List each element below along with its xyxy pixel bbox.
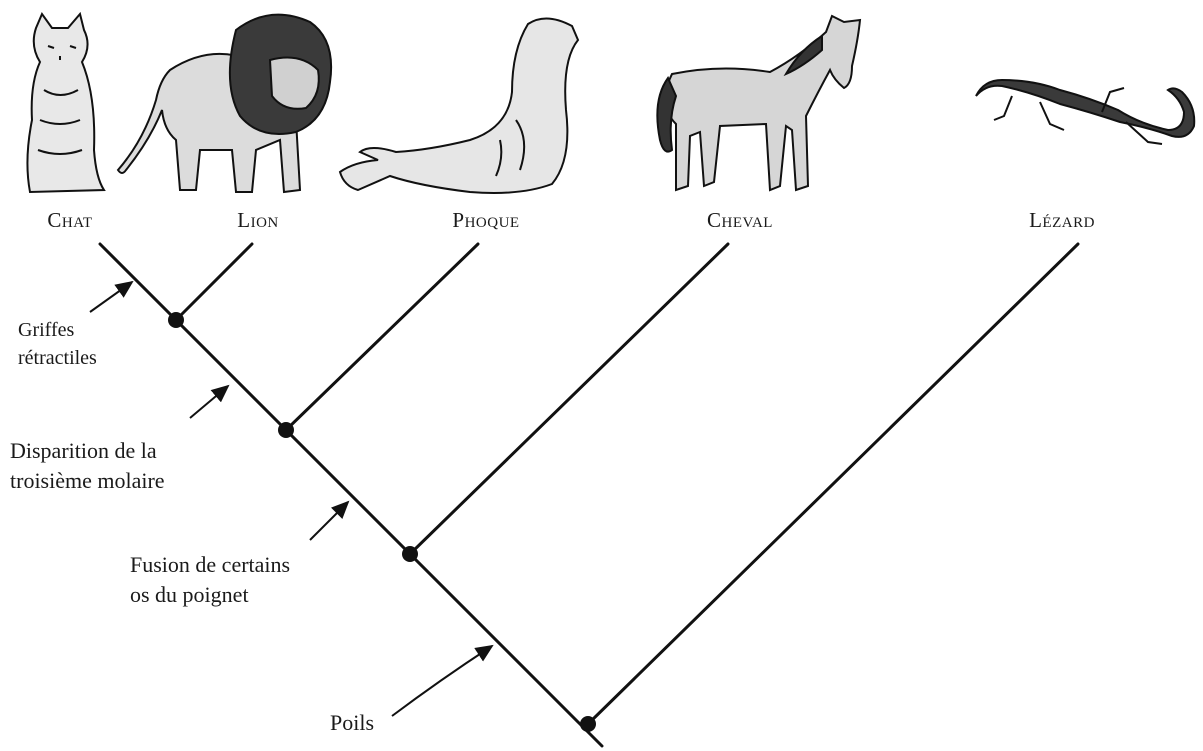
cladogram-branches — [98, 242, 1080, 748]
node — [278, 422, 294, 438]
taxon-label-lezard: Lézard — [1029, 208, 1095, 232]
trait-line: Disparition de la — [10, 438, 157, 463]
branch-cheval — [408, 242, 730, 556]
branch-lion — [174, 242, 254, 322]
node — [580, 716, 596, 732]
node — [168, 312, 184, 328]
trait-line: rétractiles — [18, 347, 97, 369]
arrow-poils — [391, 644, 494, 717]
lion-icon — [116, 13, 333, 194]
arrow-poignet — [309, 500, 350, 541]
trait-arrows — [89, 280, 494, 717]
trait-troisieme-molaire: Disparition de la troisième molaire — [10, 436, 165, 496]
trait-line: Fusion de certains — [130, 552, 291, 577]
seal-icon — [338, 17, 580, 194]
taxon-label-cheval: Cheval — [707, 208, 773, 232]
branch-phoque — [284, 242, 480, 432]
arrow-griffes — [89, 280, 134, 313]
trait-poils: Poils — [330, 708, 374, 738]
horse-icon — [656, 14, 862, 192]
main-branch — [98, 242, 604, 748]
branch-lezard — [586, 242, 1080, 726]
taxon-label-lion: Lion — [237, 208, 279, 232]
trait-line: troisième molaire — [10, 468, 165, 493]
node — [402, 546, 418, 562]
lizard-icon — [975, 78, 1196, 145]
trait-os-du-poignet: Fusion de certains os du poignet — [130, 550, 290, 610]
taxon-label-chat: Chat — [47, 208, 93, 232]
trait-line: os du poignet — [130, 582, 249, 607]
cladogram-nodes — [168, 312, 596, 732]
taxon-label-phoque: Phoque — [452, 208, 520, 232]
trait-line: Poils — [330, 710, 375, 735]
trait-line: Griffes — [18, 319, 75, 341]
trait-griffes-retractiles: Griffes rétractiles — [18, 316, 97, 372]
cat-icon — [26, 11, 106, 194]
arrow-molaire — [189, 384, 230, 419]
